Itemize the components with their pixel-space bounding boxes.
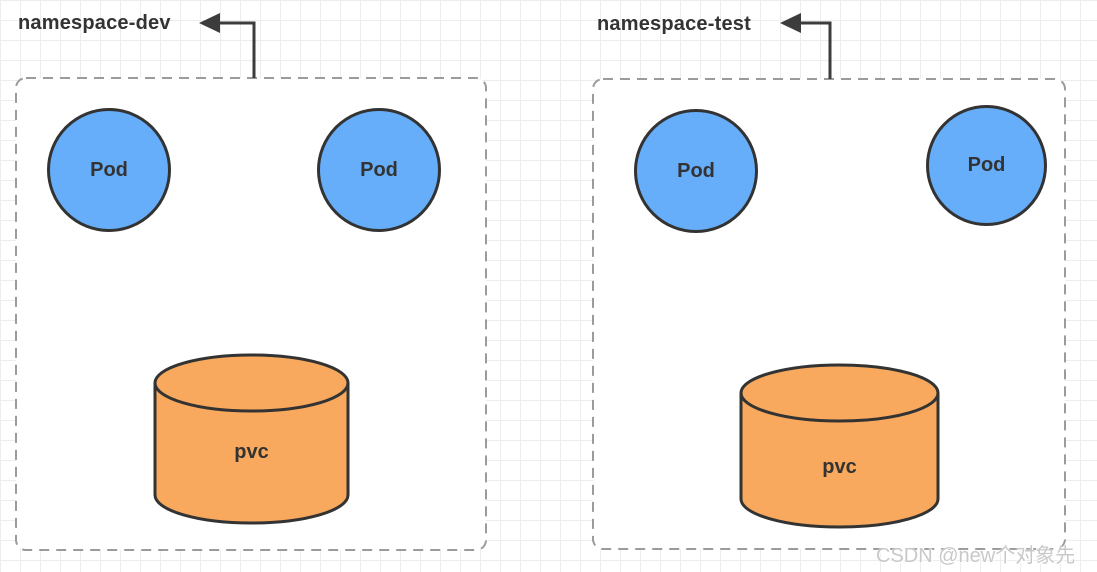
pod-circle: Pod: [47, 108, 171, 232]
namespace-dev-callout-arrow: [219, 21, 256, 78]
pod-circle: Pod: [634, 109, 758, 233]
namespace-dev-arrowhead-icon: [199, 13, 220, 33]
pvc-label: pvc: [234, 441, 269, 463]
pod-circle: Pod: [317, 108, 441, 232]
csdn-watermark: CSDN @new个对象先: [876, 545, 1076, 567]
pvc-label: pvc: [822, 456, 857, 478]
namespace-test-callout-arrow: [800, 21, 832, 79]
pod-circle: Pod: [926, 105, 1047, 226]
pvc-cylinder: [739, 363, 940, 529]
namespace-dev-label: namespace-dev: [18, 12, 171, 34]
namespace-test-label: namespace-test: [597, 13, 751, 35]
namespace-test-arrowhead-icon: [780, 13, 801, 33]
pvc-cylinder: [153, 353, 350, 525]
